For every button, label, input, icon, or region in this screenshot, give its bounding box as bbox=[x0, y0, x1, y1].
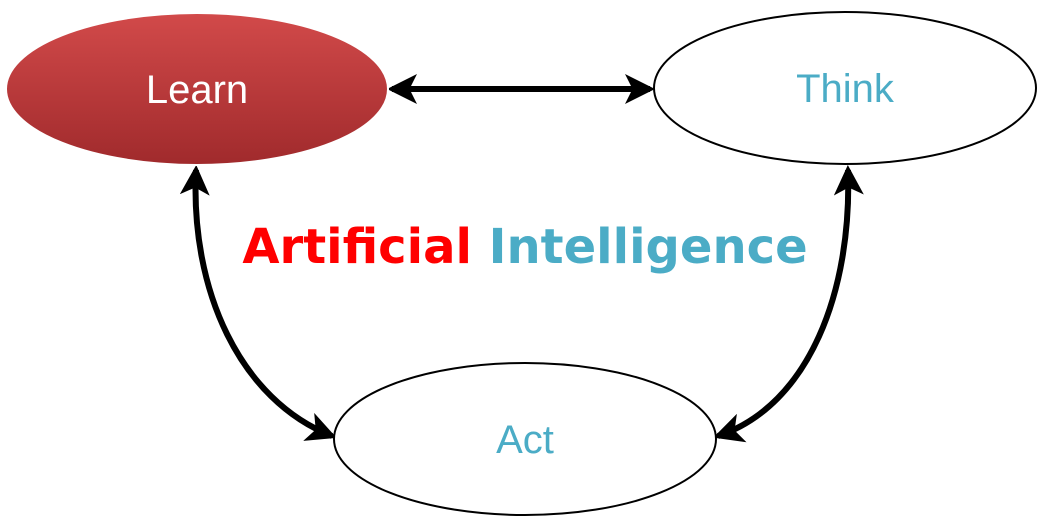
arrow-think-act bbox=[713, 165, 864, 443]
connections bbox=[179, 74, 864, 443]
think-label: Think bbox=[796, 67, 895, 111]
node-act: Act bbox=[333, 362, 717, 516]
center-title: Artificial Intelligence bbox=[242, 219, 807, 275]
node-learn: Learn bbox=[5, 12, 389, 166]
node-think: Think bbox=[653, 11, 1037, 165]
act-ellipse bbox=[333, 362, 717, 516]
act-label: Act bbox=[496, 418, 554, 462]
arrow-learn-act bbox=[179, 165, 337, 441]
title-artificial: Artificial bbox=[242, 219, 472, 275]
title-intelligence: Intelligence bbox=[489, 219, 808, 275]
learn-label: Learn bbox=[146, 68, 248, 112]
think-ellipse bbox=[653, 11, 1037, 165]
learn-ellipse bbox=[5, 12, 389, 166]
